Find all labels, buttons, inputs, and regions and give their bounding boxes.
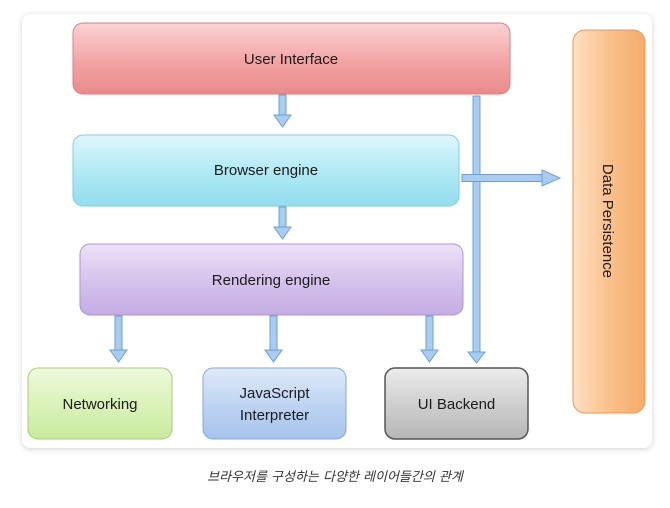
data-persistence-box: Data Persistence [572, 29, 646, 414]
rendering-to-ui-backend-arrow [420, 315, 439, 363]
figure-caption: 브라우저를 구성하는 다양한 레이어들간의 관계 [207, 470, 463, 485]
browser-engine-label: Browser engine [214, 162, 318, 179]
rendering-to-networking-arrow [109, 315, 128, 363]
user-interface-label: User Interface [244, 51, 338, 68]
networking-box: Networking [27, 367, 173, 440]
browser-to-rendering-arrow [273, 206, 292, 240]
user-interface-box: User Interface [72, 22, 511, 95]
networking-label: Networking [62, 396, 137, 413]
js-interpreter-label-line1: JavaScript [239, 385, 310, 402]
rendering-engine-label: Rendering engine [212, 272, 330, 289]
ui-backend-label: UI Backend [418, 396, 496, 413]
js-interpreter-label-line2: Interpreter [240, 407, 309, 424]
js-interpreter-box: JavaScript Interpreter [202, 367, 347, 440]
ui-to-browser-engine-arrow [273, 94, 292, 128]
rendering-engine-box: Rendering engine [79, 243, 464, 316]
browser-engine-box: Browser engine [72, 134, 460, 207]
rendering-to-js-interpreter-arrow [264, 315, 283, 363]
ui-backend-box: UI Backend [384, 367, 529, 440]
data-persistence-label: Data Persistence [599, 164, 616, 278]
ui-to-backend-arrow [466, 95, 487, 364]
to-data-persistence-arrow [461, 169, 562, 187]
